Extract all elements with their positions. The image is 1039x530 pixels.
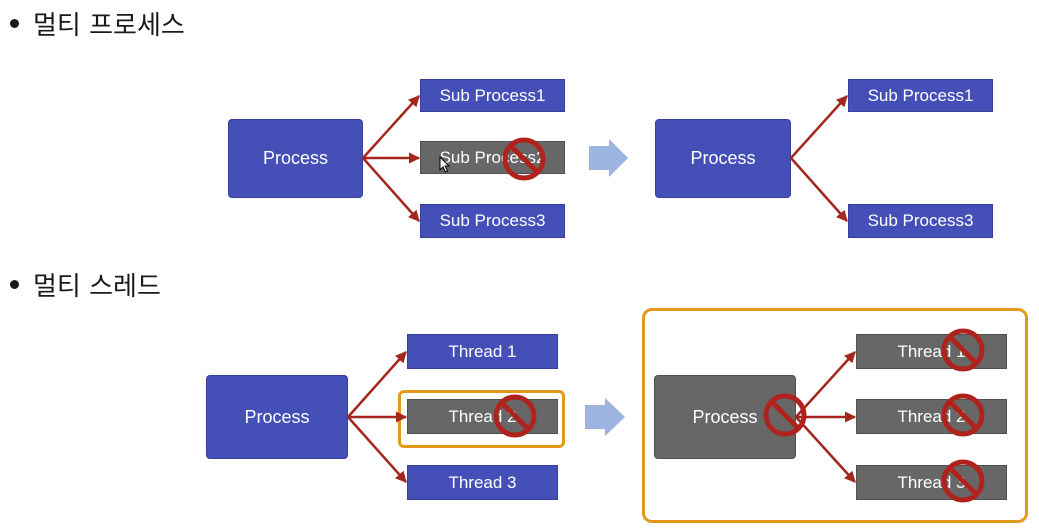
after-arrow-to-sub3 xyxy=(790,157,848,222)
after-arrow-to-sub1 xyxy=(790,95,848,159)
arrow-to-thread1 xyxy=(347,351,407,418)
heading-multi-process: 멀티 프로세스 xyxy=(10,5,185,42)
after-sub-process1-label: Sub Process1 xyxy=(867,85,974,105)
arrow-to-sub3 xyxy=(362,157,420,222)
after-thread3-label: Thread 3 xyxy=(897,472,966,492)
thread3-box: Thread 3 xyxy=(407,465,558,500)
after-sub-process3-label: Sub Process3 xyxy=(867,211,974,230)
thread-process-box: Process xyxy=(206,375,348,459)
after-process-box-label: Process xyxy=(690,148,756,168)
heading-multi-process-label: 멀티 프로세스 xyxy=(33,11,185,41)
bullet-icon xyxy=(10,280,19,289)
thread1-label: Thread 1 xyxy=(448,341,517,361)
after-thread1-label: Thread 1 xyxy=(897,341,966,361)
thread-fanout-arrows xyxy=(347,351,408,483)
thread1-box: Thread 1 xyxy=(407,334,558,369)
arrow-to-sub1 xyxy=(362,95,420,159)
thread2-label: Thread 2 xyxy=(448,406,517,426)
prohibited-icon xyxy=(505,140,543,178)
sub-process1-label: Sub Process1 xyxy=(439,85,546,105)
sub-process1-box: Sub Process1 xyxy=(420,79,565,112)
prohibited-icon xyxy=(944,331,982,369)
after-thread2-label: Thread 2 xyxy=(897,406,966,426)
process-box: Process xyxy=(228,119,363,198)
prohibited-icon xyxy=(944,396,982,434)
after-process-fanout-arrows xyxy=(790,95,848,222)
arrow-to-thread3 xyxy=(347,416,407,483)
thread-process-box-label: Process xyxy=(244,406,310,427)
after-process-box: Process xyxy=(655,119,791,198)
after-sub-process1-box: Sub Process1 xyxy=(848,79,993,112)
after-sub-process3-box: Sub Process3 xyxy=(848,204,993,238)
thread3-label: Thread 3 xyxy=(448,472,517,492)
sub-process3-box: Sub Process3 xyxy=(420,204,565,238)
after-arrow-to-thread1 xyxy=(795,351,856,418)
process-crash-highlight-frame xyxy=(642,308,1028,523)
prohibited-icon xyxy=(944,462,982,500)
bullet-icon xyxy=(10,19,19,28)
after-thread-process-box-label: Process xyxy=(692,406,758,427)
mouse-cursor-icon xyxy=(439,155,451,173)
after-arrow-to-thread3 xyxy=(795,416,856,483)
right-arrow-icon xyxy=(585,398,625,436)
after-thread-process-box: Process xyxy=(654,375,796,459)
sub-process3-label: Sub Process3 xyxy=(439,211,546,230)
heading-multi-thread-label: 멀티 스레드 xyxy=(33,272,161,302)
right-arrow-icon xyxy=(589,139,628,177)
prohibited-icon xyxy=(496,397,534,435)
heading-multi-thread: 멀티 스레드 xyxy=(10,266,161,303)
process-fanout-arrows xyxy=(362,95,421,222)
process-box-label: Process xyxy=(262,148,329,168)
